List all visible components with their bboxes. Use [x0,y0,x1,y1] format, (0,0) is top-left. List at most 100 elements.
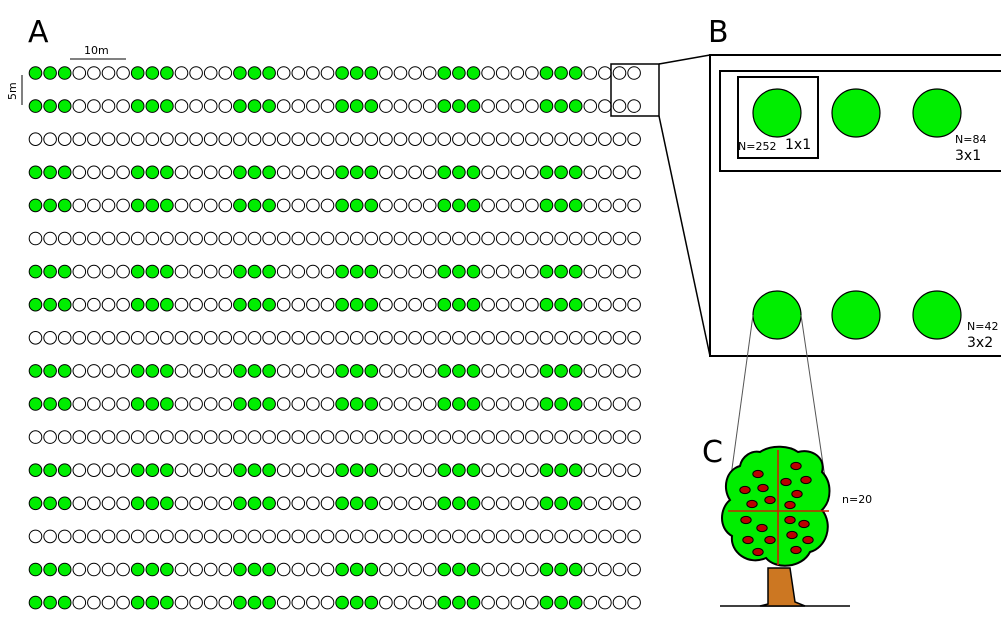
unsampled-tree [481,397,495,411]
unsampled-tree [116,496,130,511]
sampled-tree [335,463,349,478]
unsampled-tree [291,430,306,444]
unsampled-tree [510,297,525,312]
sampled-tree [160,364,174,378]
unsampled-tree [101,165,116,180]
unsampled-tree [218,430,233,444]
fruit [764,535,776,545]
sampled-tree [57,66,72,80]
tree-trunk [759,567,806,607]
unsampled-tree [276,529,291,544]
sampled-tree [57,364,72,378]
unsampled-tree [233,331,247,345]
unsampled-tree [583,562,598,577]
unsampled-tree [408,562,422,577]
sampled-tree [233,99,247,113]
unsampled-tree [203,198,218,213]
unsampled-tree [422,297,437,312]
unsampled-tree [87,430,101,444]
unsampled-tree [335,132,349,146]
unsampled-tree [627,99,641,113]
sampled-tree [364,66,379,80]
unsampled-tree [583,165,598,180]
unsampled-tree [364,331,379,345]
unsampled-tree [291,297,306,312]
unsampled-tree [291,364,306,378]
unsampled-tree [379,165,393,180]
unsampled-tree [276,562,291,577]
sampled-tree [349,264,364,279]
sampled-tree [349,364,364,378]
tree-field-grid [28,66,641,610]
unsampled-tree [495,529,510,544]
unsampled-tree [233,231,247,246]
unsampled-tree [510,331,525,345]
sampled-tree [130,99,145,113]
sampled-tree [233,297,247,312]
unsampled-tree [189,595,203,610]
sampled-tree [466,397,481,411]
unsampled-tree [612,364,627,378]
sampled-tree [554,264,568,279]
unsampled-tree [160,231,174,246]
unsampled-tree [393,562,408,577]
unsampled-tree [554,430,568,444]
unsampled-tree [466,231,481,246]
design-1x1-grid-label: 1x1 [785,137,811,153]
unsampled-tree [160,529,174,544]
unsampled-tree [203,297,218,312]
unsampled-tree [495,231,510,246]
unsampled-tree [452,132,466,146]
unsampled-tree [393,198,408,213]
unsampled-tree [116,331,130,345]
sampled-tree [437,264,452,279]
unsampled-tree [72,562,87,577]
unsampled-tree [320,198,335,213]
unsampled-tree [247,529,262,544]
sampled-tree [262,595,276,610]
unsampled-tree [525,496,539,511]
unsampled-tree [203,496,218,511]
unsampled-tree [320,397,335,411]
unsampled-tree [116,397,130,411]
unsampled-tree [539,430,554,444]
unsampled-tree [320,297,335,312]
unsampled-tree [233,529,247,544]
panel-a-label: A [28,15,49,50]
sampled-tree [437,66,452,80]
unsampled-tree [525,364,539,378]
unsampled-tree [495,264,510,279]
unsampled-tree [364,231,379,246]
unsampled-tree [101,595,116,610]
sampled-tree [43,463,57,478]
unsampled-tree [598,364,612,378]
unsampled-tree [291,496,306,511]
unsampled-tree [320,331,335,345]
unsampled-tree [408,331,422,345]
unsampled-tree [189,99,203,113]
unsampled-tree [393,595,408,610]
design-tree-6 [912,290,962,340]
unsampled-tree [612,463,627,478]
fruit [752,469,764,479]
unsampled-tree [583,132,598,146]
unsampled-tree [349,231,364,246]
unsampled-tree [583,66,598,80]
unsampled-tree [539,331,554,345]
sampled-tree [130,198,145,213]
unsampled-tree [612,231,627,246]
fruit-group [739,461,814,557]
sampled-tree [554,297,568,312]
vertical-scale-bar: 5m [6,75,23,105]
unsampled-tree [160,132,174,146]
unsampled-tree [627,165,641,180]
sampled-tree [335,99,349,113]
sampled-tree [43,562,57,577]
unsampled-tree [291,231,306,246]
sampled-tree [437,562,452,577]
unsampled-tree [422,529,437,544]
unsampled-tree [495,132,510,146]
unsampled-tree [510,264,525,279]
sampled-tree [335,297,349,312]
unsampled-tree [174,562,189,577]
